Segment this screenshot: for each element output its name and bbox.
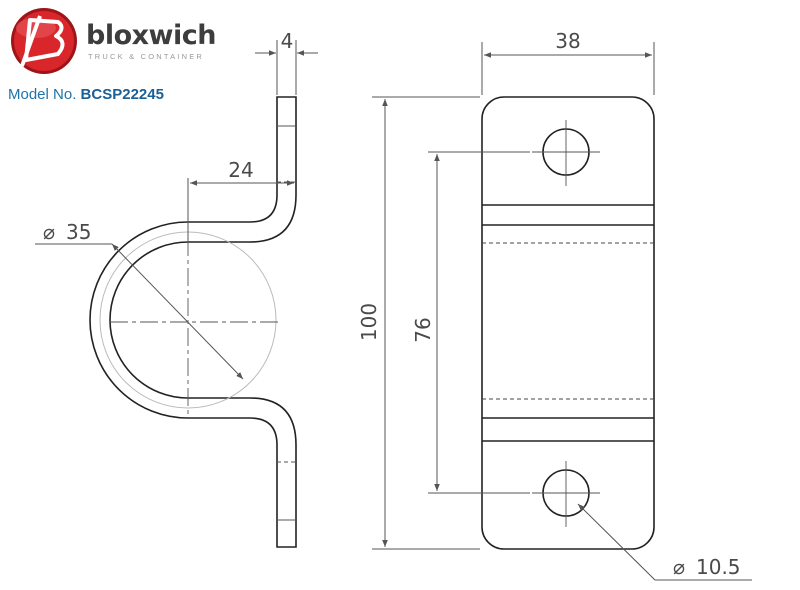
brand-tagline: TRUCK & CONTAINER bbox=[88, 52, 205, 61]
width-dimension bbox=[481, 42, 655, 95]
hole-centerlines bbox=[532, 120, 600, 527]
diameter-symbol: ⌀ bbox=[43, 220, 55, 244]
hole-diameter-dimension bbox=[577, 503, 752, 581]
height-label: 100 bbox=[357, 303, 381, 341]
thickness-dimension bbox=[255, 40, 318, 95]
thickness-label: 4 bbox=[281, 29, 294, 53]
bloxwich-logo-icon bbox=[11, 8, 77, 74]
height-dimension bbox=[372, 96, 480, 550]
front-view bbox=[481, 96, 655, 550]
hole-spacing-label: 76 bbox=[411, 317, 435, 342]
bore-diameter-dimension bbox=[35, 243, 244, 380]
side-view-hole-lines bbox=[277, 125, 296, 521]
bore-diameter-label: 35 bbox=[66, 220, 91, 244]
hole-diameter-symbol: ⌀ bbox=[673, 555, 685, 579]
model-number: BCSP22245 bbox=[80, 86, 164, 103]
plate-outline bbox=[481, 96, 655, 550]
hole-diameter-label: 10.5 bbox=[696, 555, 741, 579]
front-view-hidden-lines bbox=[482, 242, 654, 400]
brand-name: bloxwich bbox=[86, 20, 216, 51]
offset-label: 24 bbox=[228, 158, 253, 182]
model-number-line: Model No. BCSP22245 bbox=[8, 86, 164, 103]
model-label: Model No. bbox=[8, 86, 77, 103]
bore-centerlines bbox=[110, 178, 278, 414]
width-label: 38 bbox=[555, 29, 580, 53]
hole-spacing-dimension bbox=[428, 151, 530, 494]
offset-dimension bbox=[187, 178, 294, 240]
